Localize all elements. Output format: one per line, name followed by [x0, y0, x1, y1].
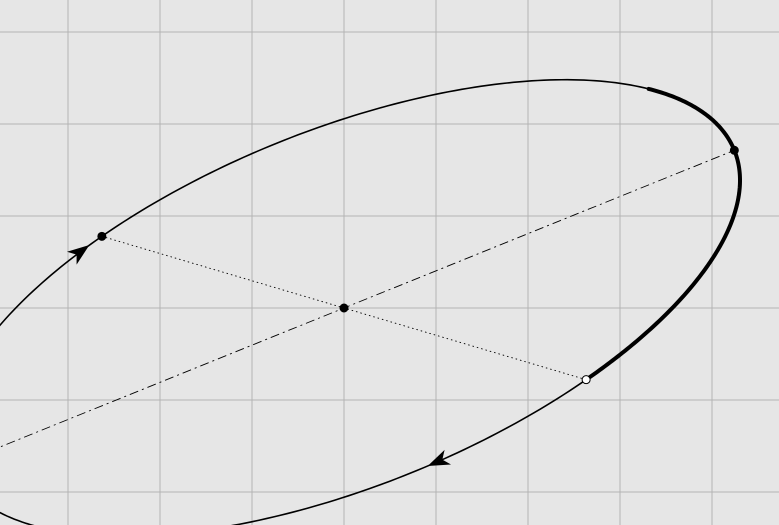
center-point: [339, 303, 349, 313]
arrow-lower-icon: [67, 245, 90, 265]
arrow-upper-icon: [427, 449, 452, 467]
direction-arrows: [67, 245, 452, 467]
points: [97, 145, 739, 385]
major-axis-end-right: [729, 145, 739, 155]
conjugate-end-lower: [97, 231, 107, 241]
ellipse-thick-arc: [584, 86, 743, 382]
conjugate-end-upper: [581, 375, 591, 385]
